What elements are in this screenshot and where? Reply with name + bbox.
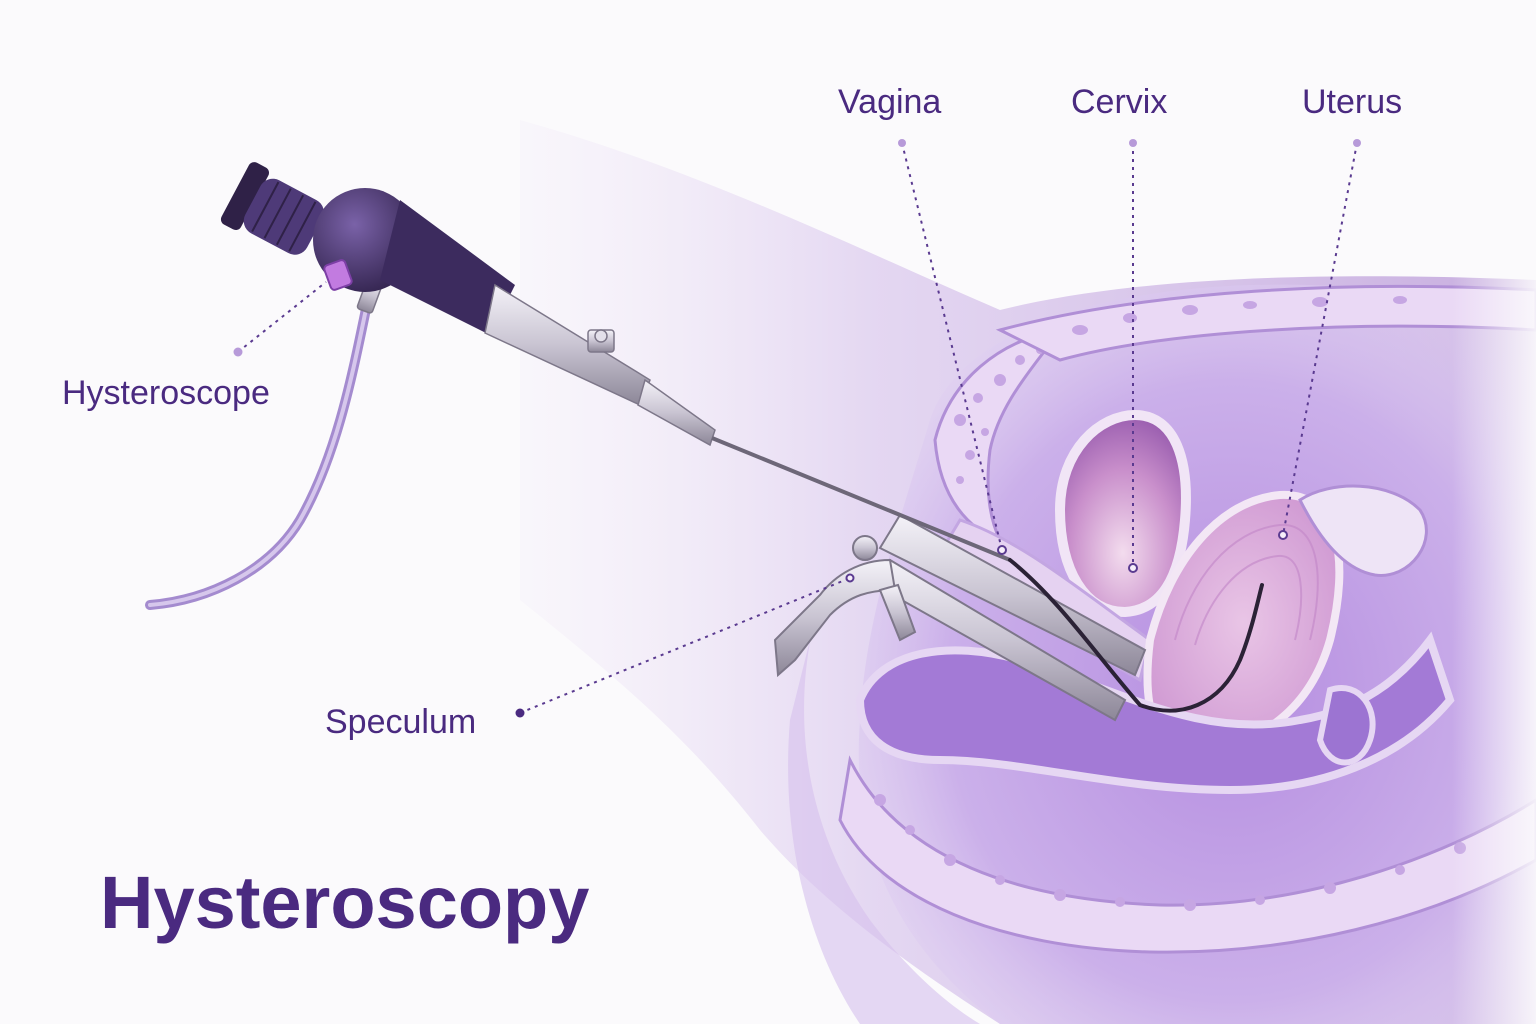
leader-end-markers (845, 530, 1288, 583)
leader-lines (237, 142, 1358, 714)
hysteroscope-instrument (145, 162, 1264, 713)
thigh-curve (788, 600, 980, 1024)
leader-dot-speculum (515, 708, 525, 718)
speculum-instrument (773, 513, 1147, 722)
diagram-title: Hysteroscopy (100, 861, 590, 944)
leader-dots (233, 139, 1361, 357)
leader-speculum (519, 577, 851, 714)
label-cervix: Cervix (1071, 83, 1168, 121)
leader-uterus (1282, 142, 1358, 536)
leader-vagina (901, 142, 1003, 551)
label-hysteroscope: Hysteroscope (62, 374, 270, 412)
label-vagina: Vagina (838, 83, 942, 121)
label-speculum: Speculum (325, 703, 477, 741)
label-uterus: Uterus (1302, 83, 1403, 121)
leader-hysteroscope (237, 281, 327, 353)
